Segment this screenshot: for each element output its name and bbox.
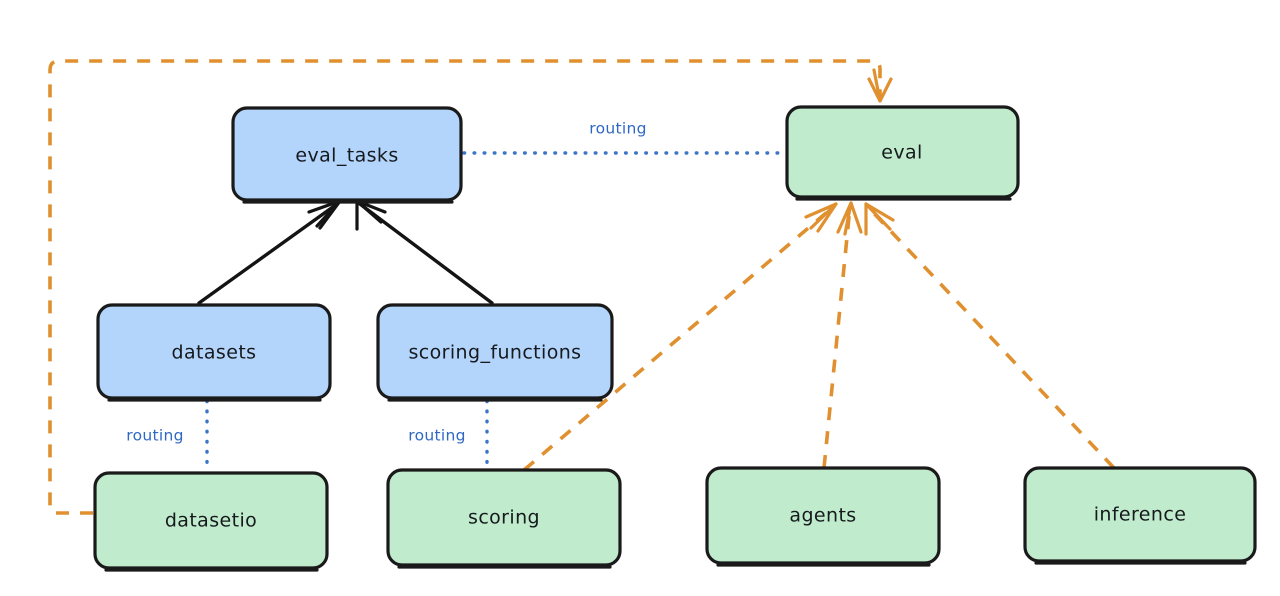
node-shape [785,105,1020,199]
edge-path [48,59,882,515]
edge-scoring-to-eval [522,202,838,472]
node-shape [93,471,329,570]
node-label: eval_tasks [295,145,398,167]
edge-label-routing-eval: routing [589,120,647,138]
edge-datasets-to-eval_tasks [197,199,342,305]
edge-path [358,202,494,305]
edge-label-routing-datasetio: routing [126,427,184,445]
node-shape [231,106,463,202]
node-shape [376,303,614,400]
node-eval_tasks[interactable]: eval_tasks [231,106,463,204]
node-label: inference [1094,504,1187,526]
node-label: eval [881,142,922,164]
node-inference[interactable]: inference [1023,466,1257,565]
node-shape [1023,466,1257,563]
arrowhead-icon [315,199,342,228]
node-label: scoring [468,507,540,529]
arrowhead-icon [872,68,882,103]
edge-path [866,205,1116,470]
node-scoring[interactable]: scoring [386,468,622,569]
node-scoring_functions[interactable]: scoring_functions [376,303,614,402]
arrowhead-icon [355,199,383,224]
node-label: scoring_functions [409,342,582,364]
arrowhead-icon [809,202,838,230]
node-eval[interactable]: eval [785,105,1020,201]
node-shape [386,468,622,567]
edge-path [197,202,339,305]
arrowhead-icon [864,202,892,231]
edge-path [522,205,835,472]
edge-path [822,206,852,469]
edge-inference-to-eval [864,202,1116,470]
edge-agents-to-eval [822,201,863,469]
node-shape [96,303,332,400]
arrowhead-icon [843,201,853,236]
node-label: datasetio [165,510,257,532]
node-label: agents [789,505,856,527]
node-datasets[interactable]: datasets [96,303,332,402]
node-agents[interactable]: agents [705,466,941,567]
edge-scoring_functions-to-eval_tasks [355,199,494,305]
node-shape [705,466,941,565]
node-datasetio[interactable]: datasetio [93,471,329,572]
node-label: datasets [172,342,257,364]
edge-label-routing-scoring: routing [408,427,466,445]
edge-datasetio-to-eval [48,59,893,515]
